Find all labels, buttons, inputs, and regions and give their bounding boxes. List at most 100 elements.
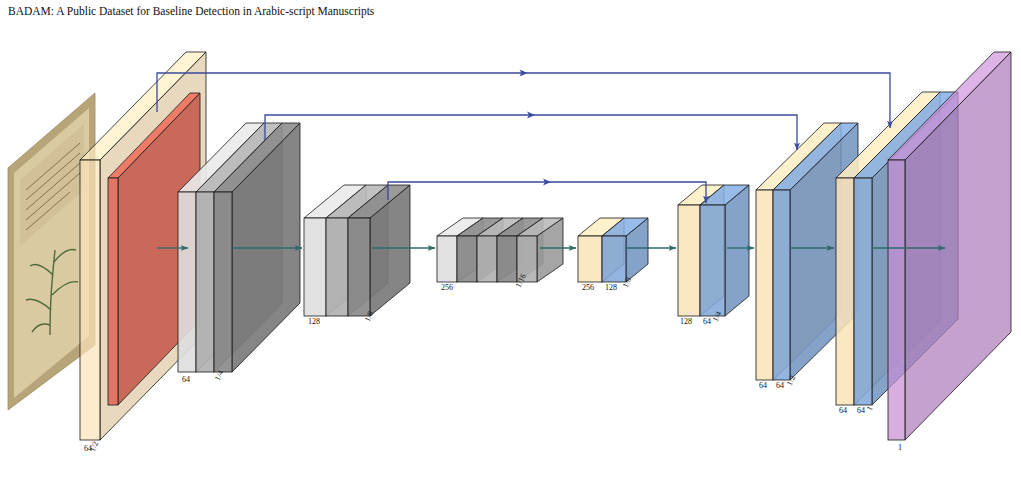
connector-line: [232, 247, 302, 248]
channel-label: 64: [776, 381, 784, 390]
channel-label: 128: [605, 283, 617, 292]
script-line: [26, 173, 80, 220]
slab-top: [348, 185, 410, 218]
slab-top: [602, 218, 648, 236]
feature-slab: [700, 185, 749, 316]
forward-arrow: [157, 248, 188, 249]
slab-top: [700, 185, 749, 205]
feature-slab: [888, 52, 1011, 440]
block-shape: [437, 218, 563, 282]
slab-front: [178, 192, 196, 372]
channel-label: 256: [582, 283, 594, 292]
plant-leaf: [52, 282, 78, 295]
connector-line: [727, 247, 754, 248]
plant-leaf: [30, 264, 53, 275]
slab-side: [232, 123, 300, 372]
block-shape: [304, 185, 410, 316]
slab-side: [905, 52, 1011, 440]
block-shape: [678, 185, 749, 316]
slab-front: [836, 178, 854, 405]
connector-line: [388, 182, 706, 203]
layer-block: 1281/8: [304, 185, 410, 316]
slab-side: [118, 93, 200, 405]
skip-connection: [265, 112, 797, 151]
block-shape: [888, 52, 1011, 440]
direction-arrowhead: [527, 112, 535, 119]
plant-leaf: [26, 299, 51, 310]
block-shape: [578, 218, 648, 282]
channel-label: 256: [441, 283, 453, 292]
layer-block: 641/4: [178, 123, 300, 372]
slab-side: [100, 52, 206, 440]
forward-arrow: [232, 248, 302, 249]
channel-label: 128: [308, 317, 320, 326]
connector-line: [265, 115, 797, 150]
forward-arrow: [790, 248, 834, 249]
forward-arrow: [727, 248, 754, 249]
slab-front: [700, 205, 725, 316]
slab-front: [678, 205, 700, 316]
slab-front: [196, 192, 214, 372]
forward-arrow: [372, 248, 435, 249]
connector-line: [157, 73, 890, 128]
script-line: [26, 153, 80, 200]
slab-front: [497, 236, 517, 282]
page-header: BADAM: A Public Dataset for Baseline Det…: [8, 5, 374, 17]
direction-arrowhead: [520, 70, 528, 77]
feature-slab: [517, 218, 563, 282]
slab-front: [888, 160, 905, 440]
slab-front: [304, 218, 326, 316]
slab-front: [326, 218, 348, 316]
script-line: [26, 143, 80, 190]
forward-arrow: [540, 248, 576, 249]
slab-top: [214, 123, 300, 192]
slab-front: [80, 160, 100, 440]
slab-front: [602, 236, 626, 282]
channel-label: 64: [839, 406, 847, 415]
slab-front: [437, 236, 457, 282]
slab-front: [457, 236, 477, 282]
slab-front: [348, 218, 370, 316]
slab-side: [700, 185, 724, 316]
channel-label: 128: [680, 317, 692, 326]
feature-slab: [678, 185, 724, 316]
connector-line: [872, 247, 945, 248]
layer-block: 2561/16: [437, 218, 563, 282]
connector-line: [790, 247, 834, 248]
plant-leaf: [54, 250, 76, 263]
script-line: [26, 163, 80, 210]
channel-label: 64: [703, 317, 711, 326]
feature-slab: [348, 185, 410, 316]
slab-front: [854, 178, 872, 405]
slab-top: [517, 218, 563, 236]
layer-block: 2561281/8: [578, 218, 648, 282]
script-line: [26, 192, 70, 230]
slab-front: [773, 190, 790, 380]
connector-line: [626, 247, 676, 248]
layer-block: 1: [888, 52, 1011, 440]
channel-label: 64: [182, 375, 190, 384]
channel-label: 1: [898, 443, 902, 452]
slab-front: [578, 236, 602, 282]
connector-line: [372, 247, 435, 248]
feature-slab: [602, 218, 648, 282]
slab-top: [108, 93, 200, 178]
slab-front: [756, 190, 773, 380]
manuscript-paper: [14, 108, 89, 398]
slab-front: [477, 236, 497, 282]
plant-leaf: [32, 324, 50, 332]
channel-label: 64: [857, 406, 865, 415]
layer-block: 128641/4: [678, 185, 749, 316]
direction-arrowhead: [543, 179, 551, 186]
manuscript-script-lines: [26, 143, 80, 230]
slab-top: [888, 52, 1011, 160]
channel-label: 64: [759, 381, 767, 390]
forward-arrow: [872, 248, 945, 249]
plant-drawing: [26, 250, 78, 336]
slab-front: [108, 178, 118, 405]
connector-line: [157, 247, 188, 248]
manuscript-text-area: [20, 124, 84, 246]
skip-connection: [388, 179, 706, 204]
